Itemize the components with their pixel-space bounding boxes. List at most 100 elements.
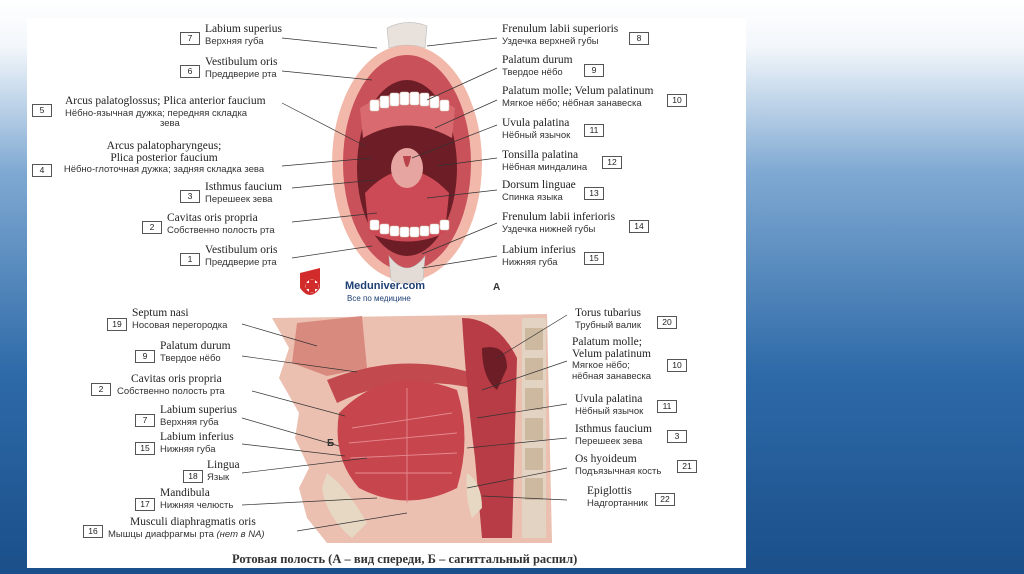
anatomy-label: Labium superius Верхняя губа bbox=[205, 24, 282, 46]
latin-term: Arcus palatopharyngeus; bbox=[59, 141, 269, 153]
russian-term: Уздечка нижней губы bbox=[502, 225, 615, 235]
anatomy-label: Isthmus faucium Перешеек зева bbox=[575, 424, 652, 446]
latin-term: Dorsum linguae bbox=[502, 180, 576, 192]
latin-term: Lingua bbox=[207, 460, 240, 472]
latin-term: Vestibulum oris bbox=[205, 57, 278, 69]
sagittal-section bbox=[272, 314, 552, 543]
russian-term: Мышцы диафрагмы рта bbox=[108, 529, 214, 540]
latin-term: Isthmus faucium bbox=[575, 424, 652, 436]
anatomy-label: Epiglottis Надгортанник bbox=[587, 486, 648, 508]
label-number: 2 bbox=[142, 221, 162, 234]
label-number: 9 bbox=[135, 350, 155, 363]
anatomy-label: Torus tubarius Трубный валик bbox=[575, 308, 641, 330]
label-number: 10 bbox=[667, 94, 687, 107]
figure-caption: Ротовая полость (А – вид спереди, Б – са… bbox=[232, 552, 577, 567]
latin-term: Palatum molle; bbox=[572, 337, 651, 349]
anatomy-label: Septum nasi Носовая перегородка bbox=[132, 308, 227, 330]
anatomy-label: Arcus palatopharyngeus; Plica posterior … bbox=[59, 141, 269, 175]
latin-term: Frenulum labii superioris bbox=[502, 24, 618, 36]
label-number: 19 bbox=[107, 318, 127, 331]
label-number: 3 bbox=[180, 190, 200, 203]
russian-term: Нижняя губа bbox=[160, 445, 234, 455]
latin-term: Tonsilla palatina bbox=[502, 150, 587, 162]
russian-term: Преддверие рта bbox=[205, 258, 278, 268]
part-b-letter: Б bbox=[327, 438, 334, 449]
latin-term: Vestibulum oris bbox=[205, 245, 278, 257]
anatomy-label: Palatum molle; Velum palatinum Мягкое нё… bbox=[502, 86, 654, 108]
figure-card: Meduniver.com Все по медицине А Б 7 Labi… bbox=[27, 18, 746, 568]
label-number: 20 bbox=[657, 316, 677, 329]
label-number: 3 bbox=[667, 430, 687, 443]
anatomy-label: Palatum durum Твердое нёбо bbox=[160, 341, 231, 363]
russian-term: зева bbox=[65, 119, 266, 129]
label-number: 8 bbox=[629, 32, 649, 45]
label-number: 9 bbox=[584, 64, 604, 77]
latin-term: Labium inferius bbox=[502, 245, 576, 257]
anatomy-label: Uvula palatina Нёбный язычок bbox=[502, 118, 570, 140]
latin-term: Labium inferius bbox=[160, 432, 234, 444]
label-number: 15 bbox=[135, 442, 155, 455]
latin-term: Musculi diaphragmatis oris bbox=[108, 517, 265, 529]
latin-term: Palatum durum bbox=[160, 341, 231, 353]
anatomy-label: Dorsum linguae Спинка языка bbox=[502, 180, 576, 202]
russian-term: Нижняя губа bbox=[502, 258, 576, 268]
label-number: 13 bbox=[584, 187, 604, 200]
latin-term: Septum nasi bbox=[132, 308, 227, 320]
latin-term: Uvula palatina bbox=[502, 118, 570, 130]
anatomy-label: Labium inferius Нижняя губа bbox=[502, 245, 576, 267]
russian-term: Уздечка верхней губы bbox=[502, 37, 618, 47]
anatomy-label: Tonsilla palatina Нёбная миндалина bbox=[502, 150, 587, 172]
anatomy-label: Palatum molle; Velum palatinum Мягкое нё… bbox=[572, 337, 651, 381]
label-number: 22 bbox=[655, 493, 675, 506]
russian-term: Носовая перегородка bbox=[132, 321, 227, 331]
russian-term: Мягкое нёбо; bbox=[572, 361, 651, 371]
russian-term: Нёбный язычок bbox=[575, 407, 643, 417]
label-number: 11 bbox=[584, 124, 604, 137]
label-number: 1 bbox=[180, 253, 200, 266]
anatomy-label: Lingua Язык bbox=[207, 460, 240, 482]
russian-term: Спинка языка bbox=[502, 193, 576, 203]
russian-term: Перешеек зева bbox=[575, 437, 652, 447]
mouth-front-view bbox=[332, 22, 482, 284]
russian-term: Трубный валик bbox=[575, 321, 641, 331]
anatomy-label: Vestibulum oris Преддверие рта bbox=[205, 245, 278, 267]
label-number: 16 bbox=[83, 525, 103, 538]
russian-term: Собственно полость рта bbox=[167, 226, 275, 236]
russian-term: Преддверие рта bbox=[205, 70, 278, 80]
latin-term: Frenulum labii inferioris bbox=[502, 212, 615, 224]
latin-term: Palatum durum bbox=[502, 55, 573, 67]
russian-term: Собственно полость рта bbox=[117, 387, 225, 397]
label-number: 6 bbox=[180, 65, 200, 78]
latin-term: Os hyoideum bbox=[575, 454, 661, 466]
label-number: 5 bbox=[32, 104, 52, 117]
latin-term: Epiglottis bbox=[587, 486, 648, 498]
label-number: 12 bbox=[602, 156, 622, 169]
russian-term: Твердое нёбо bbox=[502, 68, 573, 78]
russian-term: Нёбный язычок bbox=[502, 131, 570, 141]
anatomy-label: Arcus palatoglossus; Plica anterior fauc… bbox=[65, 96, 266, 129]
anatomy-label: Musculi diaphragmatis oris Мышцы диафраг… bbox=[108, 517, 265, 539]
label-number: 4 bbox=[32, 164, 52, 177]
label-number: 15 bbox=[584, 252, 604, 265]
russian-term: Язык bbox=[207, 473, 240, 483]
anatomy-label: Frenulum labii superioris Уздечка верхне… bbox=[502, 24, 618, 46]
anatomy-label: Mandibula Нижняя челюсть bbox=[160, 488, 233, 510]
label-number: 11 bbox=[657, 400, 677, 413]
latin-term: Velum palatinum bbox=[572, 349, 651, 361]
russian-term: Верхняя губа bbox=[205, 37, 282, 47]
russian-term: нёбная занавеска bbox=[572, 372, 651, 382]
latin-term: Labium superius bbox=[205, 24, 282, 36]
anatomy-label: Vestibulum oris Преддверие рта bbox=[205, 57, 278, 79]
russian-term: Нёбно-язычная дужка; передняя складка bbox=[65, 109, 266, 119]
latin-term: Cavitas oris propria bbox=[167, 213, 275, 225]
anatomy-label: Cavitas oris propria Собственно полость … bbox=[117, 374, 225, 396]
russian-term: Нижняя челюсть bbox=[160, 501, 233, 511]
watermark-name: Meduniver.com bbox=[345, 280, 425, 292]
latin-term: Plica posterior faucium bbox=[59, 153, 269, 165]
part-a-letter: А bbox=[493, 282, 500, 293]
label-number: 21 bbox=[677, 460, 697, 473]
watermark-subtitle: Все по медицине bbox=[347, 294, 411, 303]
latin-term: Torus tubarius bbox=[575, 308, 641, 320]
latin-term: Palatum molle; Velum palatinum bbox=[502, 86, 654, 98]
latin-term: Mandibula bbox=[160, 488, 233, 500]
